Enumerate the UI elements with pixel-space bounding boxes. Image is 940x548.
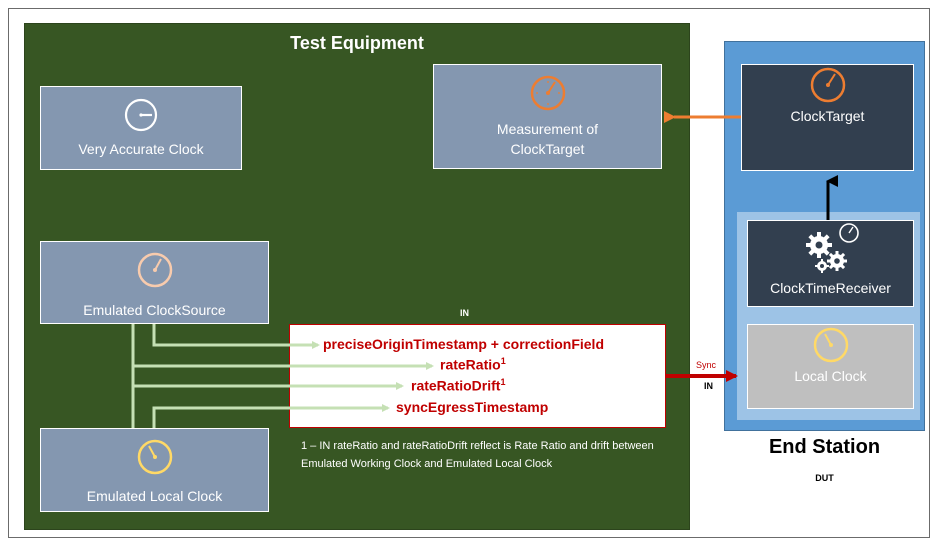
field-precise-origin-timestamp: preciseOriginTimestamp + correctionField: [323, 336, 604, 352]
sync-in-label: IN: [704, 381, 713, 391]
field-label: preciseOriginTimestamp + correctionField: [323, 336, 604, 352]
clock-target-label: ClockTarget: [790, 108, 865, 124]
field-footnote-marker: 1: [500, 356, 506, 366]
measurement-label-line1: Measurement of: [496, 121, 599, 137]
field-footnote-marker: 1: [500, 377, 506, 387]
measurement-box: Measurement of ClockTarget: [433, 64, 662, 169]
emulated-local-clock-label: Emulated Local Clock: [86, 488, 223, 504]
local-clock-box: Local Clock: [747, 324, 914, 409]
field-sync-egress-timestamp: syncEgressTimestamp: [396, 399, 548, 415]
emulated-local-clock-box: Emulated Local Clock: [40, 428, 269, 512]
field-label: syncEgressTimestamp: [396, 399, 549, 415]
gauge-icon: [530, 75, 566, 111]
end-station-title: End Station: [768, 436, 881, 458]
green-feed-lines: [131, 324, 434, 428]
sync-message-box: [289, 324, 666, 428]
field-rate-ratio: rateRatio1: [440, 356, 506, 373]
end-station-subtitle: DUT: [815, 473, 834, 483]
measurement-label-line2: ClockTarget: [510, 141, 585, 157]
clock-time-receiver-box: ClockTimeReceiver: [747, 220, 914, 307]
local-clock-label: Local Clock: [794, 368, 867, 384]
field-label: rateRatio: [440, 356, 501, 373]
very-accurate-clock-label: Very Accurate Clock: [78, 141, 204, 157]
gauge-icon: [810, 67, 845, 103]
emulated-clocksource-box: Emulated ClockSource: [40, 241, 269, 324]
field-label: rateRatioDrift: [411, 377, 501, 394]
field-rate-ratio-drift: rateRatioDrift1: [411, 377, 505, 394]
emulated-clocksource-label: Emulated ClockSource: [83, 302, 226, 318]
gears-clock-icon: [805, 223, 859, 273]
test-equipment-title: Test Equipment: [290, 33, 424, 53]
in-label: IN: [460, 308, 469, 318]
footnote: 1 – IN rateRatio and rateRatioDrift refl…: [301, 440, 654, 470]
gauge-icon: [137, 439, 173, 475]
very-accurate-clock-box: Very Accurate Clock: [40, 86, 242, 170]
gauge-icon: [813, 327, 848, 363]
clock-time-receiver-label: ClockTimeReceiver: [770, 280, 891, 296]
clock-icon: [124, 98, 158, 132]
sync-label: Sync: [696, 360, 717, 370]
clock-target-box: ClockTarget: [741, 64, 914, 171]
diagram-frame: [8, 8, 930, 538]
gauge-icon: [137, 252, 173, 288]
